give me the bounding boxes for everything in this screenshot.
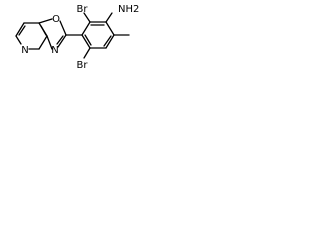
bromine-top-label: Br xyxy=(77,4,89,15)
bromine-bottom-label: Br xyxy=(77,60,89,71)
benzene-ring xyxy=(81,21,115,49)
nh2-bond xyxy=(105,12,113,23)
br-top-bond xyxy=(83,12,91,23)
amine-label: NH2 xyxy=(118,4,139,15)
br-bottom-bond xyxy=(83,47,91,59)
chemical-structure: O N N Br NH2 Br xyxy=(15,4,139,71)
pyridine-nitrogen-label: N xyxy=(21,45,28,56)
pyridine-ring xyxy=(15,22,48,50)
oxazole-ring xyxy=(38,18,67,50)
oxazole-nitrogen-label: N xyxy=(51,45,58,56)
oxygen-atom-label: O xyxy=(52,14,60,25)
